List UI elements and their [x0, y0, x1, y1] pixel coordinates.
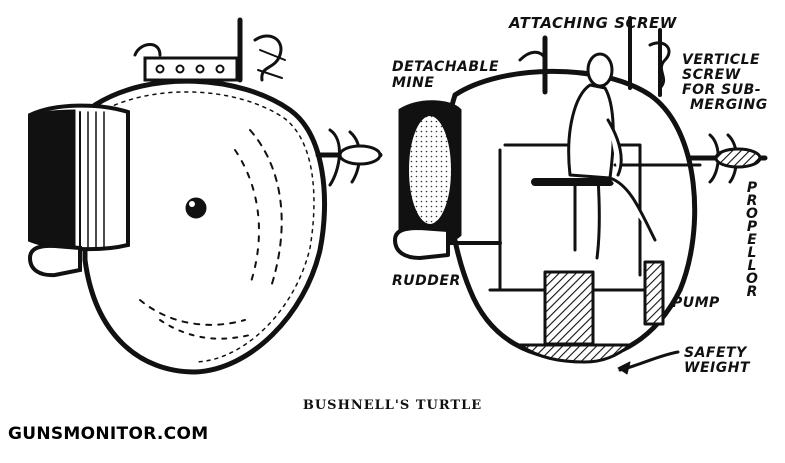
label-verticle-4: MERGING: [690, 97, 768, 113]
operator: [567, 52, 657, 260]
ballast-tank: [543, 270, 595, 346]
label-detachable-mine-2: MINE: [392, 75, 435, 91]
label-rudder: RUDDER: [392, 273, 461, 289]
label-verticle-1: VERTICLE: [682, 52, 761, 68]
cutaway-view: [393, 16, 768, 375]
label-verticle-3: FOR SUB-: [682, 82, 762, 98]
watermark: GUNSMONITOR.COM: [8, 424, 209, 444]
label-verticle-2: SCREW: [682, 67, 741, 83]
exterior-hull: [82, 78, 328, 375]
cutaway-rudder: [393, 226, 450, 260]
exterior-top-plate: [143, 56, 239, 82]
label-propellor: P R O P E L L O R: [746, 180, 758, 300]
figure-caption: BUSHNELL'S TURTLE: [302, 398, 483, 413]
label-safety-2: WEIGHT: [684, 360, 750, 376]
label-pump: PUMP: [672, 295, 720, 311]
label-detachable-mine-1: DETACHABLE: [392, 59, 500, 75]
pump: [643, 260, 665, 326]
label-attaching-screw: ATTACHING SCREW: [509, 14, 677, 32]
exterior-view: [27, 17, 383, 375]
safety-weight: [518, 343, 632, 364]
exterior-port: [185, 197, 207, 219]
exterior-rudder: [27, 243, 82, 278]
label-safety-1: SAFETY: [684, 345, 747, 361]
